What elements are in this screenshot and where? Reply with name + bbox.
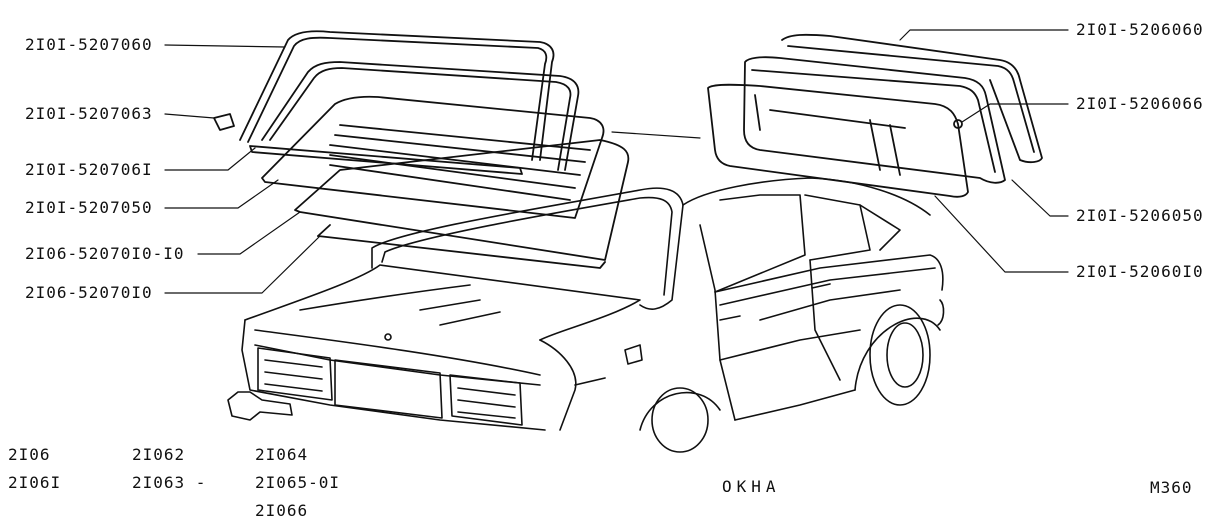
car-body — [227, 177, 945, 453]
rear-window-parts — [213, 30, 630, 269]
windshield-outer-seal — [781, 33, 1043, 164]
model-code: 2I063 - — [132, 473, 207, 492]
rear-window-moulding — [294, 139, 630, 261]
rear-window-trim-strip — [249, 145, 523, 175]
model-code: 2I062 — [132, 445, 186, 464]
rear-window-glass — [261, 95, 605, 219]
page-title: OKHA — [722, 477, 781, 496]
windshield-clip — [953, 119, 963, 129]
part-label: 2I0I-5207060 — [25, 35, 153, 54]
model-code: 2I065-0I — [255, 473, 341, 492]
part-label: 2I0I-5207063 — [25, 104, 153, 123]
part-label: 2I0I-52060I0 — [1076, 262, 1204, 281]
windshield-inner-seal — [743, 56, 1006, 184]
part-label: 2I0I-5206050 — [1076, 206, 1204, 225]
model-code: 2I064 — [255, 445, 309, 464]
windshield-glass — [707, 83, 969, 198]
sheet-code: M360 — [1150, 478, 1193, 497]
part-label: 2I0I-5206060 — [1076, 20, 1204, 39]
part-label: 2I06-52070I0-I0 — [25, 244, 185, 263]
windshield-parts — [707, 33, 1043, 198]
rear-window-inner-seal — [261, 61, 580, 171]
part-label: 2I0I-5207050 — [25, 198, 153, 217]
model-code: 2I06I — [8, 473, 62, 492]
model-code: 2I066 — [255, 501, 309, 520]
part-label: 2I0I-5206066 — [1076, 94, 1204, 113]
leader-lines — [164, 29, 1069, 294]
rear-window-outer-seal — [239, 30, 555, 161]
rear-window-clip — [213, 113, 235, 131]
model-code: 2I06 — [8, 445, 51, 464]
part-label: 2I0I-520706I — [25, 160, 153, 179]
part-label: 2I06-52070I0 — [25, 283, 153, 302]
